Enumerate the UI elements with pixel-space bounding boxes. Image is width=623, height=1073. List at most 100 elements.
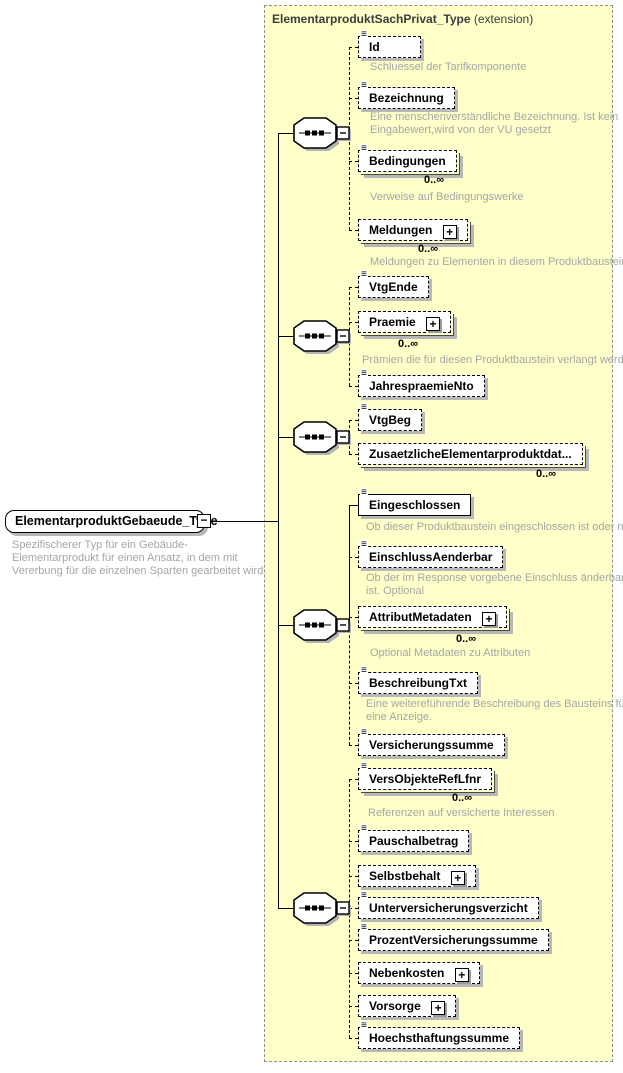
simple-type-icon: ≡ [360, 269, 368, 280]
simple-type-icon: ≡ [360, 761, 368, 772]
stub-beschreibungtxt [349, 683, 358, 684]
element-zusaetzliche-elementarproduktdaten[interactable]: ZusaetzlicheElementarproduktdat... [358, 443, 583, 465]
expand-icon[interactable]: + [450, 871, 465, 885]
element-description: Optional Metadaten zu Attributen [370, 647, 531, 659]
expand-icon[interactable]: + [442, 225, 457, 239]
element-label: Nebenkosten [369, 966, 445, 980]
occurrence-label: 0..∞ [424, 174, 445, 186]
collapse-icon[interactable]: − [197, 514, 211, 528]
element-label: Vorsorge [369, 999, 421, 1013]
extension-suffix: (extension) [470, 12, 534, 26]
element-id[interactable]: ≡ Id [358, 30, 421, 58]
stub-bedingungen [349, 161, 358, 162]
stub-einschlussaenderbar [349, 557, 358, 558]
occurrence-label: 0..∞ [452, 792, 473, 804]
element-bedingungen[interactable]: ≡ Bedingungen [358, 144, 457, 172]
element-label: AttributMetadaten [369, 610, 472, 624]
stub-nebenkosten [349, 973, 358, 974]
stub-vorsorge [349, 1006, 358, 1007]
element-label: ZusaetzlicheElementarproduktdat... [369, 447, 572, 461]
element-selbstbehalt[interactable]: Selbstbehalt + [358, 865, 476, 887]
stub-hoechsthaftungssumme [349, 1038, 358, 1039]
simple-type-icon: ≡ [360, 402, 368, 413]
element-versicherungssumme[interactable]: ≡ Versicherungssumme [358, 728, 505, 756]
sequence-connector [293, 609, 351, 643]
element-label: ProzentVersicherungssumme [369, 933, 538, 947]
stub-zusaetzliche [349, 454, 358, 455]
stub-versobjekte [349, 779, 358, 780]
element-description: Ob der im Response vorgebene Einschluss … [366, 572, 623, 597]
element-description: Eine weitereführende Beschreibung des Ba… [366, 698, 623, 723]
element-label: Unterversicherungsverzicht [369, 901, 528, 915]
sequence-connector [293, 320, 351, 354]
element-label: Id [369, 40, 380, 54]
element-description: Eine menschenverständliche Bezeichnung. … [370, 111, 619, 136]
branch-line-group4 [349, 625, 350, 745]
element-bezeichnung[interactable]: ≡ Bezeichnung [358, 81, 455, 109]
element-jahrespraemiento[interactable]: ≡ JahrespraemieNto [358, 369, 485, 397]
connector-stub [278, 625, 294, 626]
element-eingeschlossen[interactable]: ≡ Eingeschlossen [358, 488, 472, 516]
stub-selbstbehalt [349, 876, 358, 877]
element-label: VtgEnde [369, 280, 418, 294]
element-vorsorge[interactable]: Vorsorge + [358, 995, 457, 1017]
element-vtgende[interactable]: ≡ VtgEnde [358, 270, 429, 298]
connector-stub [278, 908, 294, 909]
expand-icon[interactable]: + [426, 317, 441, 331]
element-description: Schluessel der Tarifkomponente [370, 61, 527, 73]
simple-type-icon: ≡ [360, 922, 368, 933]
element-prozentversicherungssumme[interactable]: ≡ ProzentVersicherungssumme [358, 923, 549, 951]
element-label: Selbstbehalt [369, 869, 441, 883]
root-element[interactable]: ElementarproduktGebaeude_Type − [5, 510, 218, 533]
stub-eingeschlossen [349, 505, 358, 506]
simple-type-icon: ≡ [360, 487, 368, 498]
sequence-connector [293, 421, 351, 455]
occurrence-label: 0..∞ [456, 633, 477, 645]
element-unterversicherungsverzicht[interactable]: ≡ Unterversicherungsverzicht [358, 891, 539, 919]
branch-line-group4-solid [349, 505, 350, 625]
simple-type-icon: ≡ [360, 823, 368, 834]
element-label: BeschreibungTxt [369, 676, 468, 690]
element-description: Verweise auf Bedingungswerke [370, 191, 524, 203]
element-praemie[interactable]: Praemie + [358, 311, 452, 333]
element-description: Prämien die für diesen Produktbaustein v… [362, 354, 623, 366]
simple-type-icon: ≡ [360, 29, 368, 40]
connector-stub [278, 133, 294, 134]
element-attributmetadaten[interactable]: AttributMetadaten + [358, 606, 508, 628]
root-element-label: ElementarproduktGebaeude_Type [15, 514, 218, 528]
trunk-line [278, 133, 279, 908]
expand-icon[interactable]: + [454, 968, 469, 982]
root-connector-line [203, 521, 278, 522]
simple-type-icon: ≡ [360, 368, 368, 379]
occurrence-label: 0..∞ [536, 468, 557, 480]
simple-type-icon: ≡ [360, 665, 368, 676]
sequence-connector [293, 117, 351, 151]
element-label: Bedingungen [369, 154, 446, 168]
element-meldungen[interactable]: Meldungen + [358, 219, 468, 241]
element-vtgbeg[interactable]: ≡ VtgBeg [358, 403, 422, 431]
element-hoechsthaftungssumme[interactable]: ≡ Hoechsthaftungssumme [358, 1021, 521, 1049]
element-label: Versicherungssumme [369, 738, 494, 752]
expand-icon[interactable]: + [431, 1001, 446, 1015]
element-description: Meldungen zu Elementen in diesem Produkt… [370, 256, 623, 268]
element-description: Referenzen auf versicherte Interessen [368, 807, 555, 819]
stub-praemie [349, 322, 358, 323]
element-label: EinschlussAenderbar [369, 550, 493, 564]
element-label: VtgBeg [369, 413, 411, 427]
element-label: Pauschalbetrag [369, 834, 459, 848]
stub-meldungen [349, 230, 358, 231]
element-einschlussaenderbar[interactable]: ≡ EinschlussAenderbar [358, 540, 504, 568]
stub-jahrespraemiento [349, 386, 358, 387]
connector-stub [278, 336, 294, 337]
stub-versicherungssumme [349, 745, 358, 746]
expand-icon[interactable]: + [482, 612, 497, 626]
element-beschreibungtxt[interactable]: ≡ BeschreibungTxt [358, 666, 479, 694]
stub-unterversicherungsverzicht [349, 908, 358, 909]
element-label: Praemie [369, 315, 416, 329]
element-nebenkosten[interactable]: Nebenkosten + [358, 962, 480, 984]
simple-type-icon: ≡ [360, 143, 368, 154]
element-pauschalbetrag[interactable]: ≡ Pauschalbetrag [358, 824, 470, 852]
element-versobjekterefllfnr[interactable]: ≡ VersObjekteRefLfnr [358, 762, 493, 790]
simple-type-icon: ≡ [360, 80, 368, 91]
simple-type-icon: ≡ [360, 727, 368, 738]
